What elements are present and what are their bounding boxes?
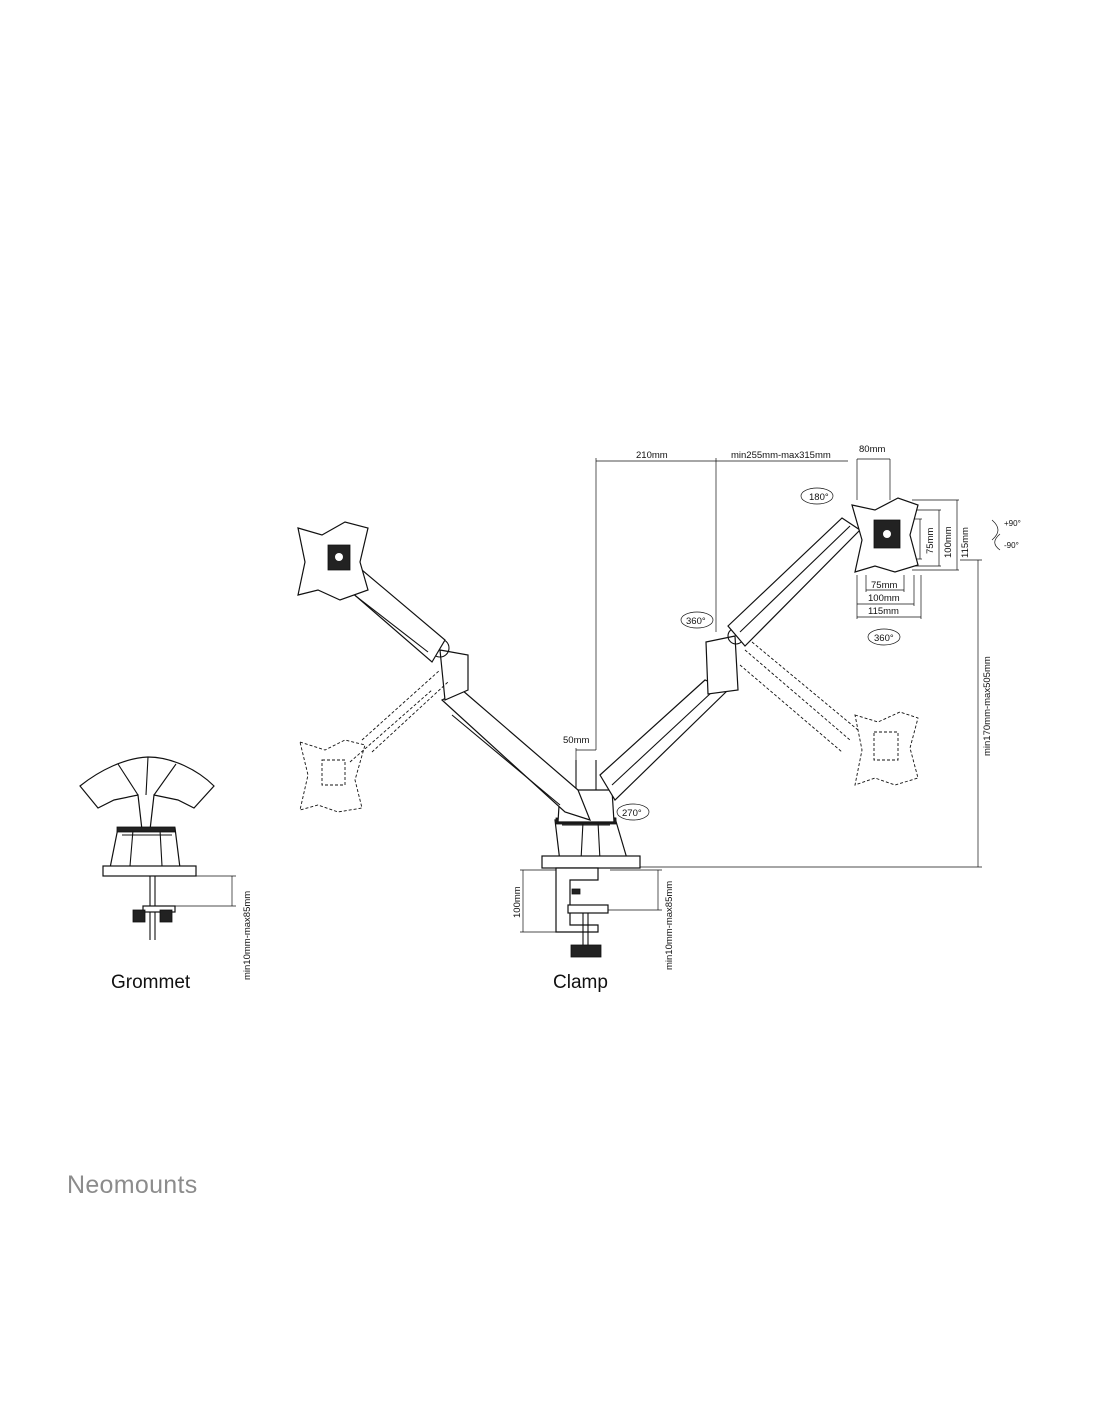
right-arm-drawing: [599, 497, 919, 801]
dim-grommet-thickness: min10mm-max85mm: [242, 891, 253, 980]
dim-vesa-100-w: 100mm: [868, 593, 900, 604]
left-arm-drawing: [297, 521, 592, 821]
dim-vesa-width: 80mm: [859, 444, 885, 455]
dim-clamp-depth: 100mm: [512, 886, 523, 918]
tilt-down: -90°: [1004, 541, 1019, 550]
rotation-badges: [616, 487, 1001, 821]
dim-height-range: min170mm-max505mm: [982, 656, 993, 756]
rotation-360-head: 360°: [874, 633, 894, 644]
tilt-up: +90°: [1004, 519, 1021, 528]
dim-vesa-75-w: 75mm: [871, 580, 897, 591]
clamp-base-drawing: [541, 817, 641, 958]
dim-vesa-115-w: 115mm: [868, 606, 899, 617]
brand-logo: Neomounts: [67, 1171, 198, 1199]
dim-arm-offset: 210mm: [636, 450, 668, 461]
dim-vesa-100-h: 100mm: [943, 526, 954, 558]
rotation-180: 180°: [809, 492, 829, 503]
dim-clamp-thickness: min10mm-max85mm: [664, 881, 675, 970]
rotation-270: 270°: [622, 808, 642, 819]
dim-vesa-115-h: 115mm: [960, 527, 971, 558]
dim-pole-width: 50mm: [563, 735, 589, 746]
grommet-label: Grommet: [111, 972, 191, 993]
rotation-360-arm: 360°: [686, 616, 706, 627]
dim-vesa-75-h: 75mm: [925, 528, 936, 554]
dim-arm-extension: min255mm-max315mm: [731, 450, 831, 461]
grommet-mount-drawing: [79, 756, 215, 940]
clamp-label: Clamp: [553, 972, 608, 993]
